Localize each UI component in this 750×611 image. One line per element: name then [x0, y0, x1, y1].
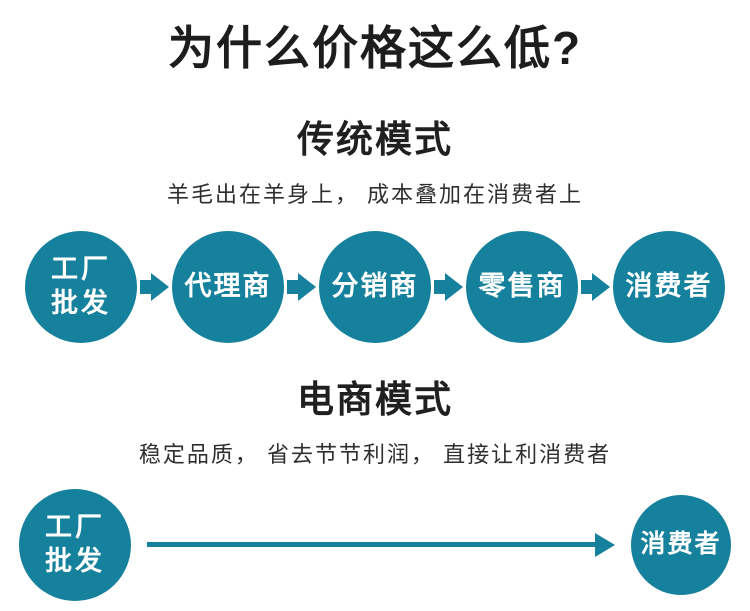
traditional-flow: 工厂批发 代理商 分销商 零售商 消费者: [7, 230, 743, 343]
ecommerce-subtitle: 稳定品质， 省去节节利润， 直接让利消费者: [138, 441, 612, 467]
flow-node-label: 零售商: [478, 271, 566, 302]
arrow-right-icon: [434, 272, 463, 301]
flow-node-label: 工厂批发: [51, 254, 111, 318]
arrow-right-icon: [140, 272, 169, 301]
flow-node-factory-wholesale: 工厂批发: [25, 230, 137, 343]
flow-node-label: 消费者: [640, 530, 722, 559]
arrow-right-icon: [287, 272, 316, 301]
flow-node-label: 分销商: [331, 271, 419, 302]
flow-node-label: 代理商: [184, 271, 272, 302]
ecommerce-heading: 电商模式: [297, 378, 453, 420]
flow-node-agent: 代理商: [172, 230, 284, 343]
flow-node-label: 工厂批发: [45, 512, 105, 576]
traditional-heading: 传统模式: [297, 118, 453, 160]
flow-node-retailer: 零售商: [466, 230, 578, 343]
flow-node-label: 消费者: [625, 271, 713, 302]
flow-node-consumer: 消费者: [631, 494, 731, 595]
page-title: 为什么价格这么低?: [167, 22, 583, 74]
arrow-right-icon: [581, 272, 610, 301]
flow-node-factory-wholesale: 工厂批发: [19, 488, 131, 601]
ecommerce-flow: 工厂批发 消费者: [19, 488, 731, 601]
traditional-subtitle: 羊毛出在羊身上， 成本叠加在消费者上: [166, 181, 584, 207]
flow-node-distributor: 分销商: [319, 230, 431, 343]
flow-node-consumer: 消费者: [613, 230, 725, 343]
long-arrow-right-icon: [147, 532, 615, 557]
